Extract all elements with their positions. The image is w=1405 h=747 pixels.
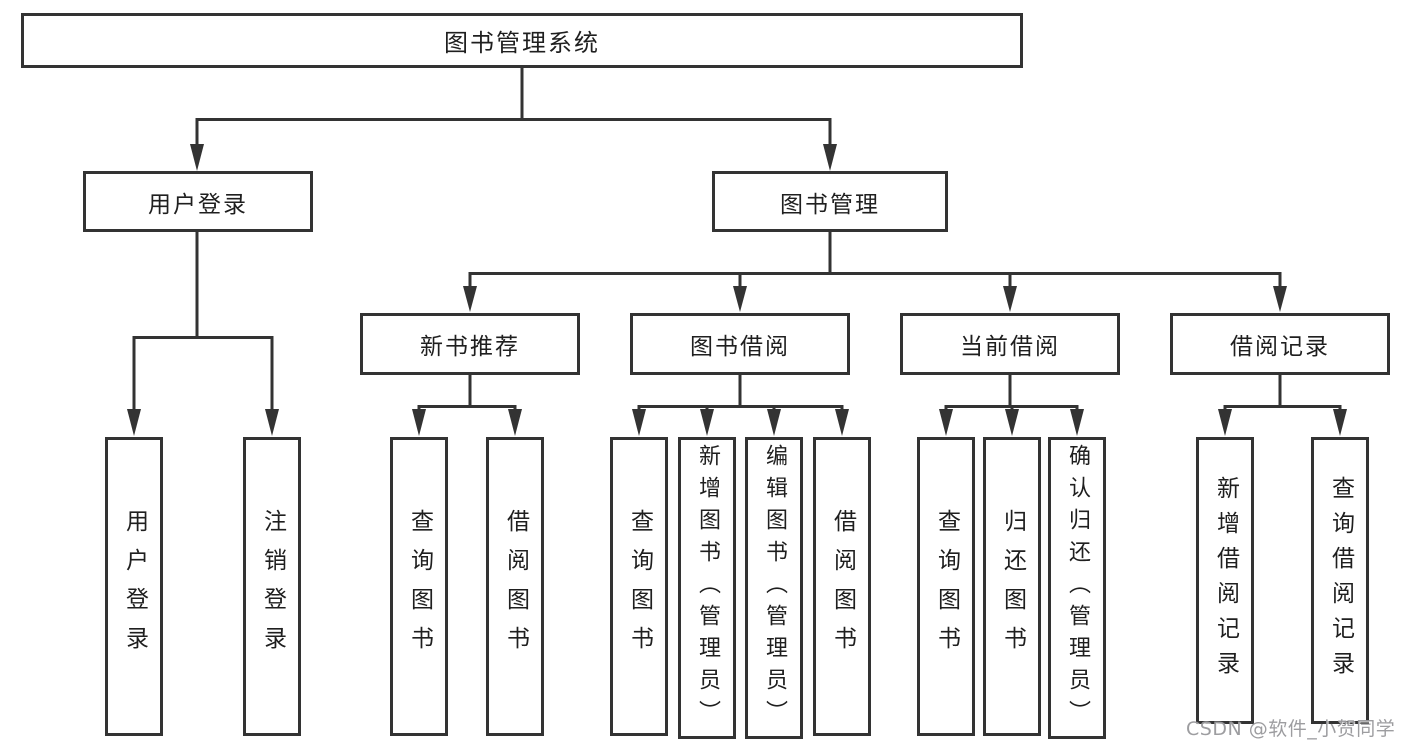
node-label: 查询图书 (626, 508, 653, 665)
arrowhead (733, 286, 747, 312)
node-label: 查询图书 (406, 508, 433, 665)
node-label: 确认归还（管理员） (1065, 444, 1090, 732)
arrowhead (265, 409, 279, 436)
arrowhead (463, 286, 477, 312)
arrowhead (1005, 409, 1019, 436)
leaf-return-books: 归还图书 (983, 437, 1041, 736)
node-book-borrow: 图书借阅 (630, 313, 850, 375)
leaf-user-login: 用户登录 (105, 437, 163, 736)
node-label: 新增借阅记录 (1212, 475, 1239, 686)
node-label: 图书借阅 (690, 334, 790, 360)
node-current-borrow: 当前借阅 (900, 313, 1120, 375)
arrowhead (1003, 286, 1017, 312)
node-label: 注销登录 (259, 508, 286, 665)
arrowhead (190, 144, 204, 171)
arrowhead (632, 409, 646, 436)
watermark: CSDN @软件_小贺同学 (1186, 718, 1396, 740)
arrowhead (127, 409, 141, 436)
leaf-query-books: 查询图书 (390, 437, 448, 736)
edge-book-borrow-split (637, 375, 844, 410)
node-root: 图书管理系统 (21, 13, 1023, 68)
leaf-query-books: 查询图书 (917, 437, 975, 736)
node-label: 编辑图书（管理员） (762, 444, 787, 732)
leaf-add-borrow-record: 新增借阅记录 (1196, 437, 1254, 724)
node-label: 查询图书 (933, 508, 960, 665)
node-label: 当前借阅 (960, 334, 1060, 360)
node-user-login: 用户登录 (83, 171, 313, 232)
arrowheads (127, 144, 1347, 436)
edge-user-login-split (132, 232, 274, 409)
node-label: 借阅图书 (829, 508, 856, 665)
arrowhead (823, 144, 837, 171)
arrowhead (700, 409, 714, 436)
leaf-borrow-books: 借阅图书 (813, 437, 871, 736)
edge-borrow-records-split (1223, 375, 1342, 410)
edge-current-borrow-split (944, 375, 1079, 410)
edge-root-split (195, 68, 832, 144)
node-label: 用户登录 (121, 508, 148, 665)
arrowhead (1333, 409, 1347, 436)
node-book-management: 图书管理 (712, 171, 948, 232)
edge-book-mgmt-split (468, 231, 1282, 287)
arrowhead (939, 409, 953, 436)
arrowhead (1218, 409, 1232, 436)
arrowhead (508, 409, 522, 436)
node-label: 用户登录 (148, 191, 248, 218)
node-label: 归还图书 (999, 508, 1026, 665)
node-label: 新增图书（管理员） (695, 444, 720, 732)
node-new-book-recommend: 新书推荐 (360, 313, 580, 375)
leaf-edit-books-admin: 编辑图书（管理员） (745, 437, 803, 739)
arrowhead (767, 409, 781, 436)
node-label: 借阅图书 (502, 508, 529, 665)
leaf-logout: 注销登录 (243, 437, 301, 736)
node-borrow-records: 借阅记录 (1170, 313, 1390, 375)
node-label: 图书管理系统 (444, 29, 600, 57)
leaf-query-books: 查询图书 (610, 437, 668, 736)
arrowhead (412, 409, 426, 436)
node-label: 查询借阅记录 (1327, 475, 1354, 686)
node-label: 新书推荐 (420, 334, 520, 360)
leaf-confirm-return-admin: 确认归还（管理员） (1048, 437, 1106, 739)
arrowhead (1273, 286, 1287, 312)
leaf-query-borrow-record: 查询借阅记录 (1311, 437, 1369, 724)
arrowhead (835, 409, 849, 436)
leaf-add-books-admin: 新增图书（管理员） (678, 437, 736, 739)
arrowhead (1070, 409, 1084, 436)
edge-new-book-split (417, 375, 517, 410)
leaf-borrow-books: 借阅图书 (486, 437, 544, 736)
node-label: 图书管理 (780, 191, 880, 218)
node-label: 借阅记录 (1230, 334, 1330, 360)
